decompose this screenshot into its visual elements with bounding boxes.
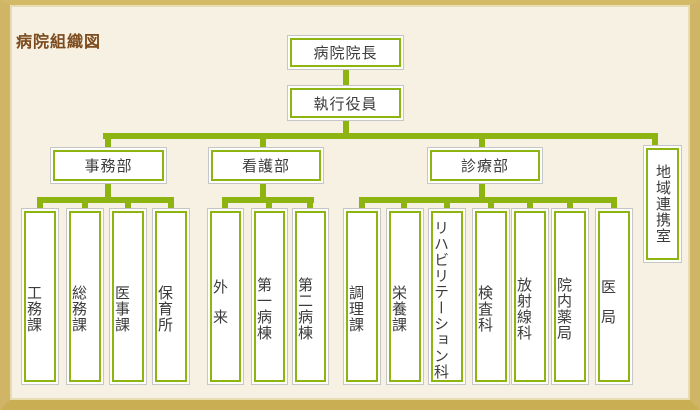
unit-general-affairs-label: 総務課 [70,284,87,333]
connector-admin-children-horizontal [37,197,174,203]
unit-box-ward-2: 第二病棟 [292,208,329,385]
unit-nursery-label: 保育所 [156,284,173,333]
unit-box-medical-affairs: 医事課 [109,208,147,385]
dept-admin-label: 事務部 [84,158,133,175]
unit-box-medical-office: 医局 [595,208,633,385]
connector-stub-medical-office [611,202,617,208]
unit-radiology-label: 放射線科 [515,276,532,341]
unit-nutrition-label: 栄養課 [390,284,407,333]
regional-cooperation-box: 地域連携室 [643,145,682,263]
connector-nursing-children-horizontal [222,197,314,203]
unit-box-outpatient: 外来 [207,208,244,385]
unit-ward-2-label: 第二病棟 [296,276,313,341]
unit-rehabilitation-label: リハビリテーション科 [432,219,449,380]
unit-box-pharmacy: 院内薬局 [551,208,589,385]
connector-medical-children-horizontal [359,197,617,203]
director-box: 病院院長 [287,35,404,70]
unit-ward-1-label: 第一病棟 [255,276,272,341]
unit-medical-office-label: 医局 [599,278,616,339]
connector-stub-ward-1 [266,202,272,208]
unit-box-general-affairs: 総務課 [66,208,104,385]
unit-box-engineering: 工務課 [21,208,59,385]
unit-box-laboratory: 検査科 [472,208,510,385]
unit-medical-affairs-label: 医事課 [113,284,130,333]
connector-admin-children-drop [105,184,111,197]
connector-stub-general-affairs [82,202,88,208]
connector-stub-pharmacy [567,202,573,208]
executive-box: 執行役員 [287,85,404,121]
dept-nursing-label: 看護部 [241,158,290,175]
connector-stub-engineering [37,202,43,208]
unit-box-cooking: 調理課 [343,208,381,385]
unit-pharmacy-label: 院内薬局 [555,276,572,341]
dept-box-admin: 事務部 [50,147,167,184]
connector-executive-main [343,121,349,139]
unit-outpatient-label: 外来 [211,278,228,339]
unit-engineering-label: 工務課 [25,284,42,333]
connector-stub-medical-dept [479,139,485,147]
regional-cooperation-label: 地域連携室 [654,164,671,244]
connector-stub-nursing-dept [260,139,266,147]
unit-laboratory-label: 検査科 [476,284,493,333]
connector-stub-admin-dept [105,139,111,147]
unit-box-nursery: 保育所 [152,208,190,385]
unit-box-radiology: 放射線科 [511,208,549,385]
connector-stub-laboratory [488,202,494,208]
unit-cooking-label: 調理課 [347,284,364,333]
executive-label: 執行役員 [313,95,378,113]
unit-box-rehabilitation: リハビリテーション科 [428,208,466,385]
connector-stub-rehabilitation [444,202,450,208]
connector-medical-children-drop [479,184,485,197]
page-title: 病院組織図 [16,34,102,51]
unit-box-nutrition: 栄養課 [386,208,424,385]
connector-stub-cooking [359,202,365,208]
connector-main-horizontal [103,133,658,139]
connector-stub-radiology [527,202,533,208]
dept-medical-label: 診療部 [460,158,509,175]
connector-stub-ward-2 [307,202,313,208]
connector-stub-nursery [168,202,174,208]
connector-director-executive [343,70,349,85]
director-label: 病院院長 [313,45,378,62]
connector-stub-outpatient [222,202,228,208]
connector-nursing-children-drop [260,184,266,197]
dept-box-nursing: 看護部 [208,147,324,184]
dept-box-medical: 診療部 [427,147,543,184]
unit-box-ward-1: 第一病棟 [251,208,288,385]
connector-stub-medical-affairs [125,202,131,208]
connector-stub-regional-office [652,139,658,146]
connector-stub-nutrition [401,202,407,208]
